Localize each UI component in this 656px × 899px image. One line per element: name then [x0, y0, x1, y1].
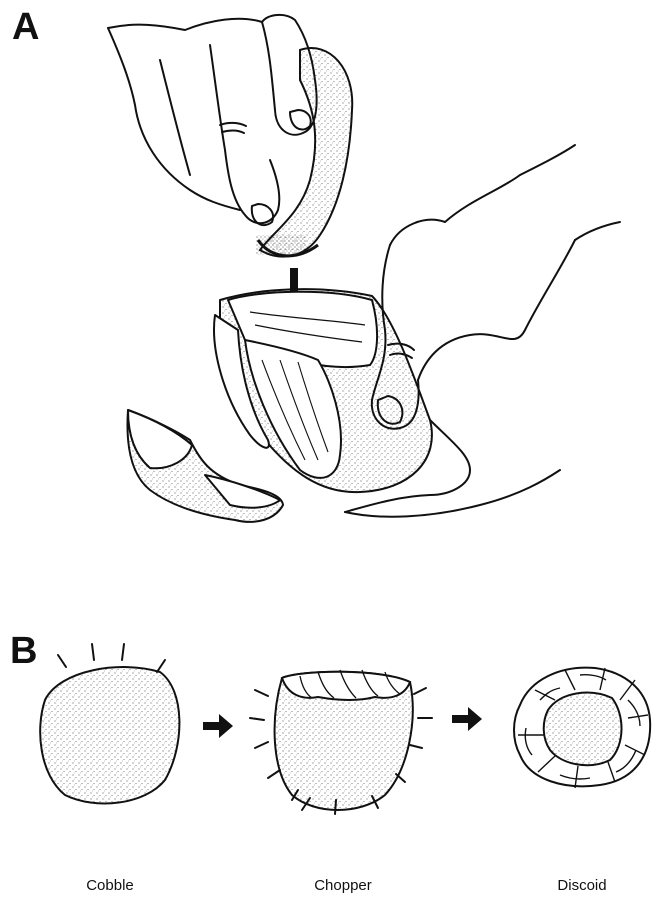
stage-label-cobble: Cobble — [86, 878, 134, 893]
chopper — [250, 670, 432, 814]
hammerstone — [260, 48, 352, 257]
stage-label-discoid: Discoid — [557, 878, 606, 893]
impact-stipple — [256, 235, 306, 255]
discoid — [514, 668, 650, 788]
stage-label-chopper: Chopper — [314, 878, 372, 893]
arrow-right-icon — [203, 714, 233, 738]
arrow-right-icon — [452, 707, 482, 731]
cobble — [40, 644, 179, 803]
hammerstone-hand — [108, 15, 317, 225]
core-stone — [214, 289, 432, 492]
